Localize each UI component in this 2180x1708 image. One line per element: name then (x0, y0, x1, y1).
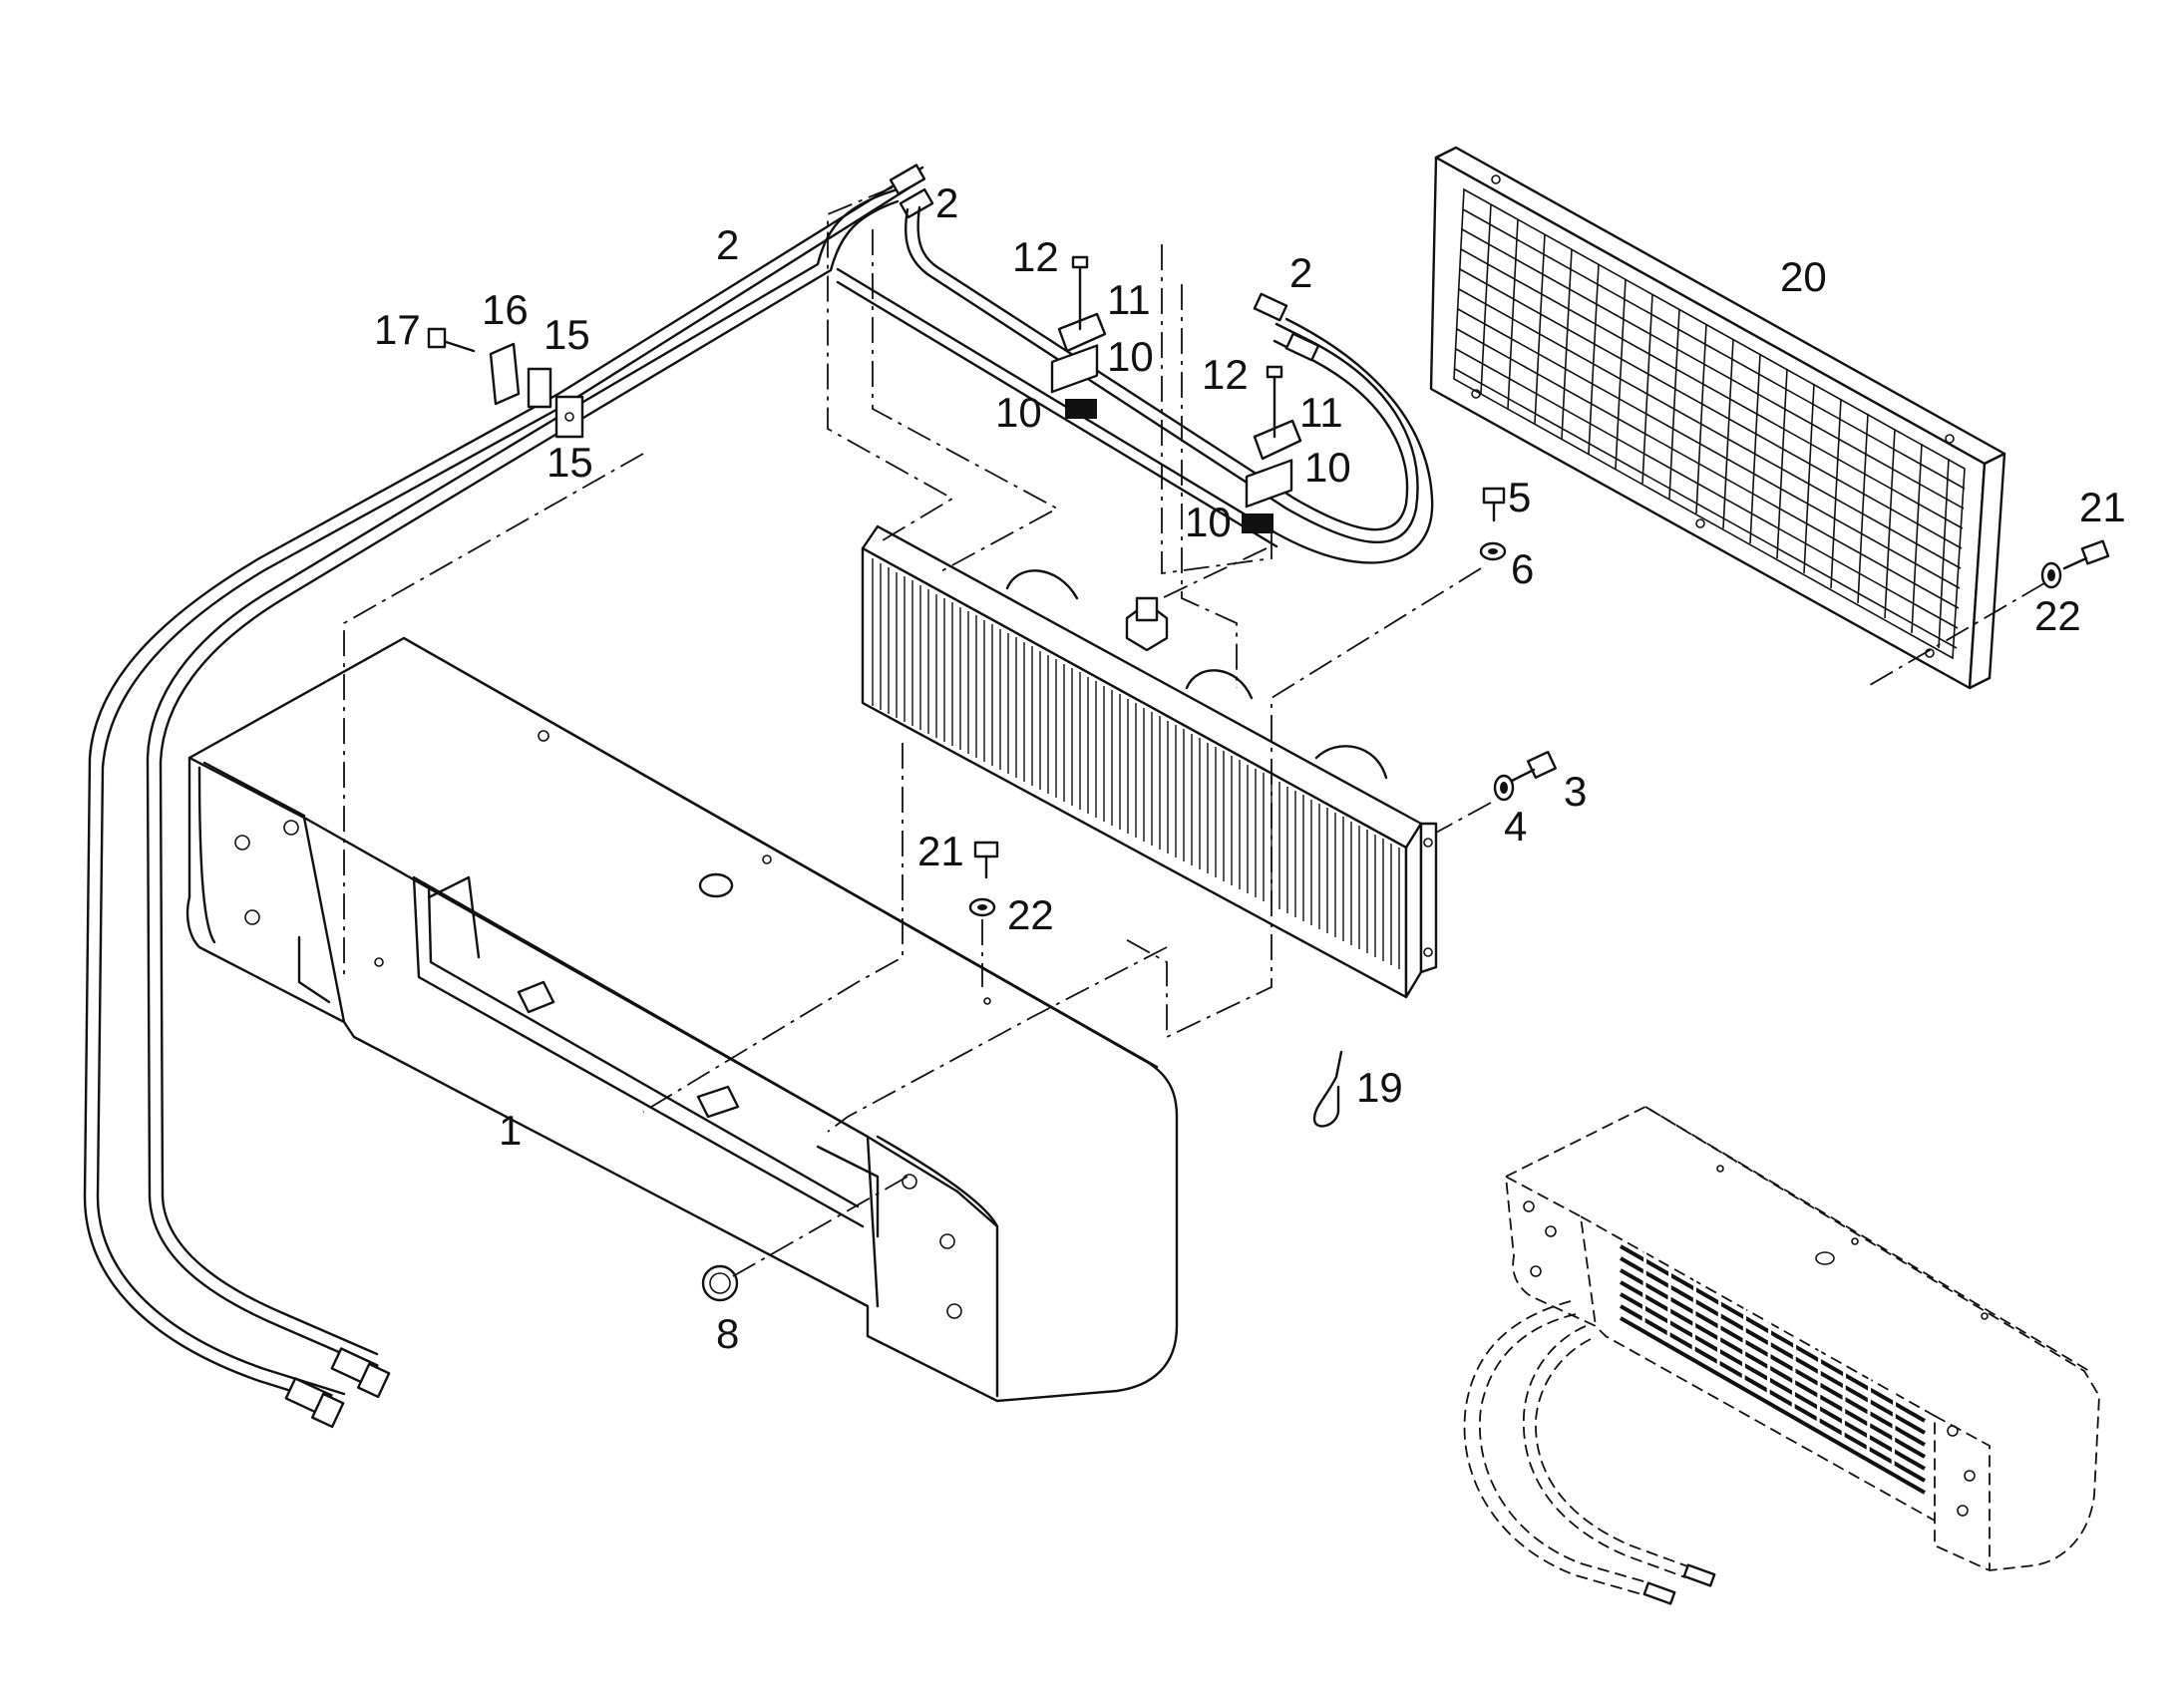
refrigerant-hose-long (83, 164, 934, 1429)
washer-4 (1493, 774, 1515, 802)
grommet-8 (701, 1264, 739, 1302)
callout-2-right: 2 (1289, 249, 1312, 296)
refrigerant-hose-short (836, 205, 1434, 564)
callout-10-b: 10 (995, 389, 1042, 436)
washer-6 (1479, 541, 1507, 561)
callout-22-right: 22 (2034, 592, 2081, 639)
hose-clamp-assembly-lower (1242, 365, 1302, 533)
condenser-core (861, 524, 1438, 999)
callout-21-center: 21 (917, 828, 964, 874)
washer-22-right (2040, 561, 2062, 589)
callout-19: 19 (1356, 1064, 1403, 1111)
callout-12-a: 12 (1012, 233, 1059, 280)
clip-19 (1312, 1050, 1343, 1128)
bolt-5 (1482, 487, 1506, 522)
callout-labels: 1 2 2 2 3 4 5 6 8 10 10 10 10 11 11 12 1… (374, 179, 2126, 1357)
callout-4: 4 (1504, 803, 1527, 850)
alignment-lines (343, 186, 2045, 1277)
callout-3: 3 (1564, 768, 1587, 815)
callout-10-d: 10 (1185, 499, 1232, 545)
callout-11-a: 11 (1107, 276, 1151, 323)
callout-1: 1 (499, 1107, 522, 1154)
callout-10-c: 10 (1304, 444, 1351, 491)
callout-16: 16 (482, 286, 529, 333)
hose-clamp-15 (427, 327, 584, 439)
callout-2-left: 2 (716, 221, 739, 268)
callout-22-center: 22 (1007, 891, 1054, 938)
callout-21-right: 21 (2079, 484, 2126, 530)
callout-11-b: 11 (1299, 389, 1343, 436)
callout-10-a: 10 (1107, 333, 1154, 380)
callout-15-a: 15 (544, 311, 590, 358)
bolt-21-right (2062, 539, 2110, 570)
callout-2-top: 2 (935, 179, 958, 226)
callout-8: 8 (716, 1310, 739, 1357)
bolt-21-center (973, 841, 999, 879)
callout-20: 20 (1780, 253, 1827, 300)
washer-22-center (968, 897, 996, 917)
bolt-3 (1506, 750, 1557, 785)
callout-5: 5 (1508, 474, 1531, 520)
grille-mesh (1454, 203, 1966, 649)
condenser-fins (872, 558, 1400, 969)
hose-clamp-assembly-upper (1050, 255, 1107, 419)
callout-15-b: 15 (546, 439, 593, 486)
callout-6: 6 (1511, 545, 1534, 592)
housing-body (185, 636, 1179, 1403)
callout-12-b: 12 (1202, 351, 1249, 398)
protective-grille (1429, 146, 2006, 690)
assembled-unit-view (1463, 1105, 2100, 1605)
callout-17: 17 (374, 306, 421, 353)
